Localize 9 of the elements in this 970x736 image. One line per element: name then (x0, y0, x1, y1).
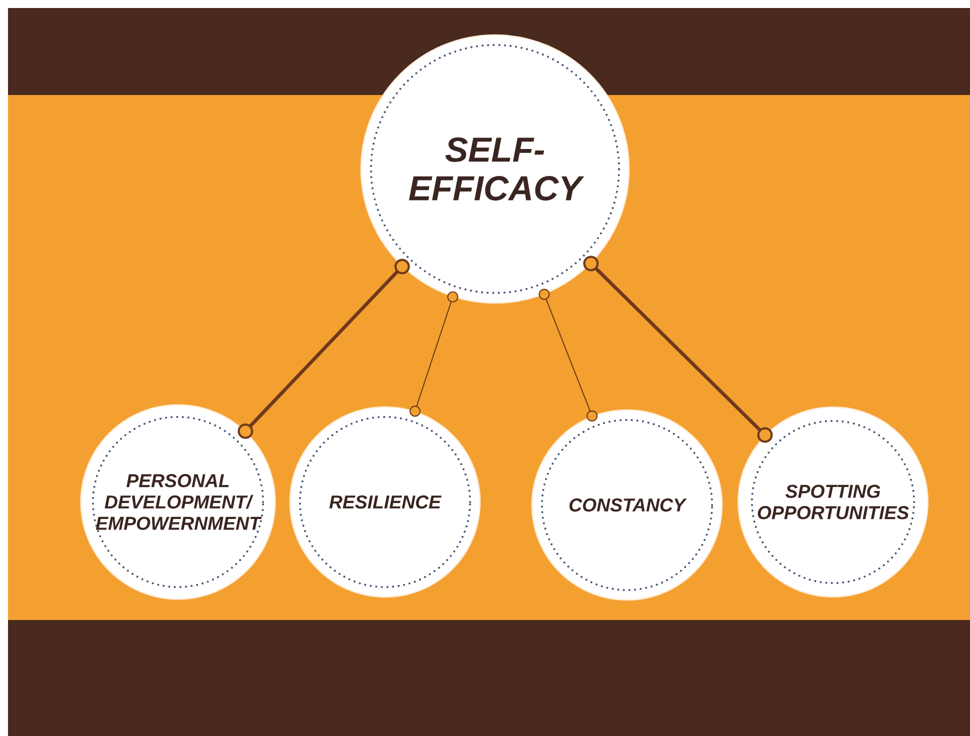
circle-node: RESILIENCE (289, 406, 481, 598)
circle-node: CONSTANCY (531, 409, 723, 601)
connector-line (538, 288, 598, 422)
circle-node: SPOTTING OPPORTUNITIES (738, 406, 928, 598)
connector-line (409, 291, 458, 417)
connector-line (583, 256, 773, 443)
connector-line (238, 258, 410, 439)
circle-node: PERSONAL DEVELOPMENT/ EMPOWERNMENT (80, 404, 276, 600)
circle-node: SELF-EFFICACY (360, 34, 630, 304)
